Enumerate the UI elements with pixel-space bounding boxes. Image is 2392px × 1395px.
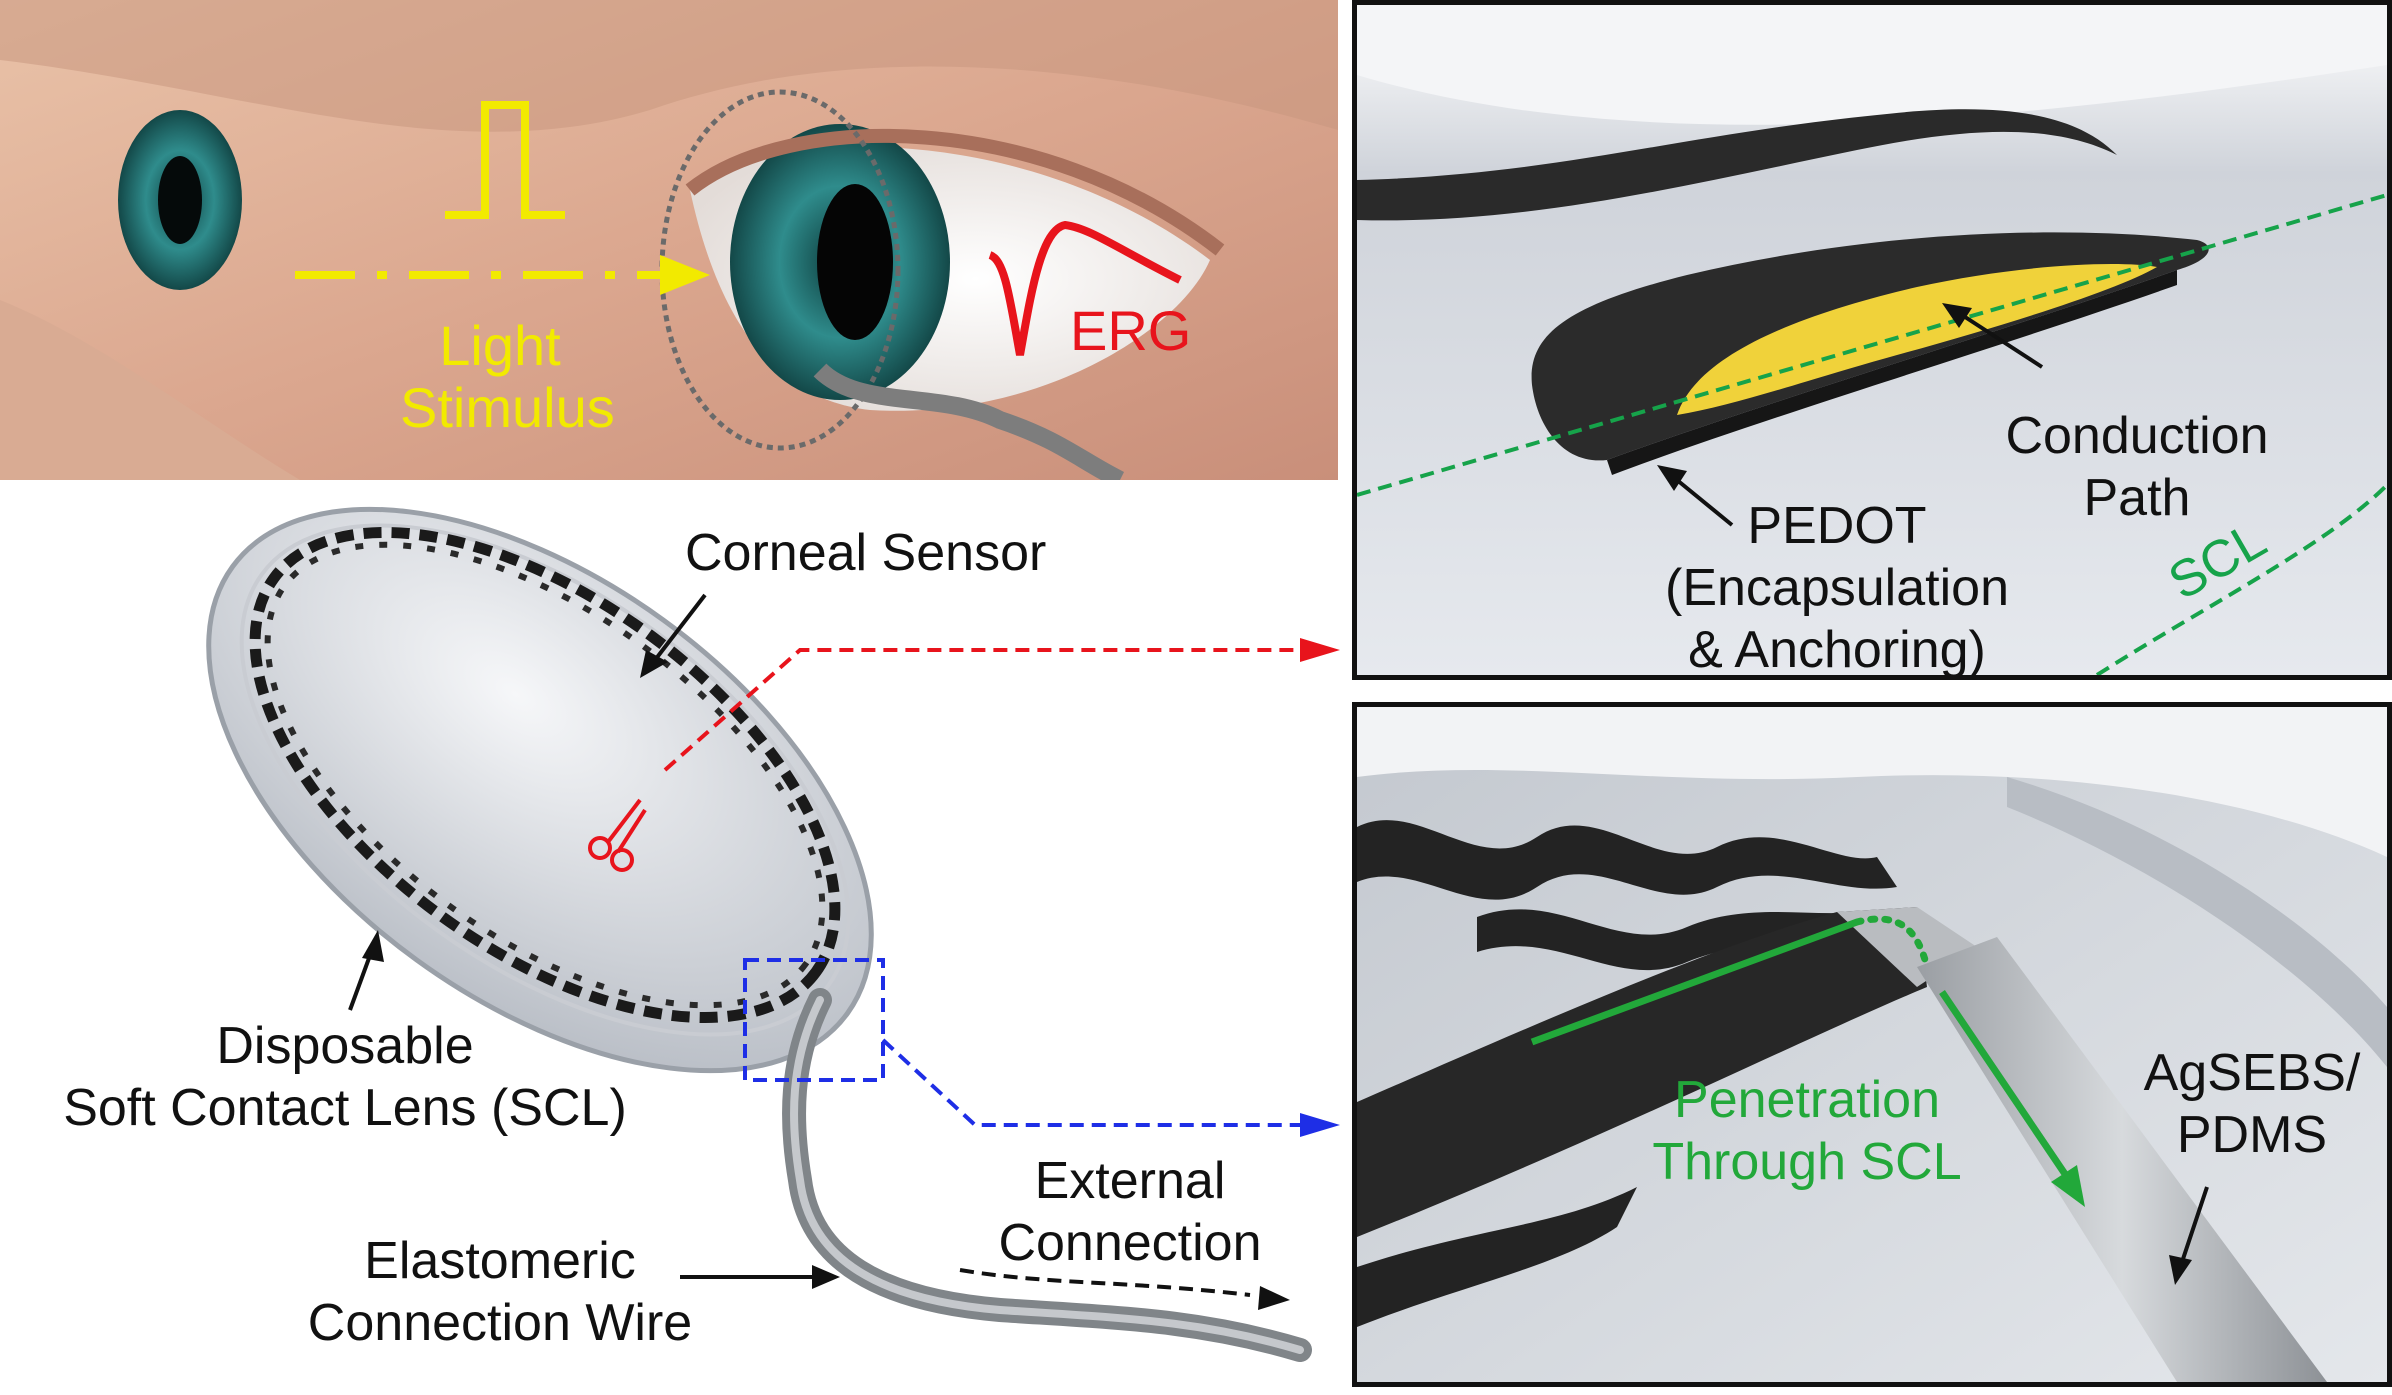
wire-material-arrow-icon — [2169, 1255, 2192, 1285]
agsebs-pdms-wire — [1917, 937, 2327, 1382]
penetration-detail-box — [743, 958, 885, 1082]
pedot-label-line3: & Anchoring) — [1688, 621, 1986, 679]
penetration-arrow-icon — [2051, 1165, 2085, 1207]
eye-illustration — [0, 0, 1338, 480]
external-label-line1: External — [1034, 1152, 1226, 1210]
wire-material-label-line1: AgSEBS/ — [2143, 1044, 2361, 1102]
serpentine-trace-upper — [1357, 109, 2117, 221]
penetration-detail — [1357, 707, 2387, 1382]
red-connector-arrow-icon — [1300, 638, 1340, 662]
light-pulse-icon — [445, 101, 565, 219]
penetration-path — [1530, 918, 1859, 1046]
scl-boundary-lower — [2095, 483, 2387, 675]
wire-arrow-icon — [812, 1265, 840, 1289]
pedot-label-line1: PEDOT — [1747, 497, 1927, 555]
contact-lens-on-eye — [659, 89, 901, 451]
stimulus-arrow-icon — [660, 255, 710, 295]
serpentine-meander — [1357, 820, 1897, 900]
conduction-path — [1677, 264, 2157, 415]
pedot-arrow-icon — [1657, 465, 1687, 491]
anchor-pad — [1357, 907, 1927, 1237]
external-label-line2: Connection — [998, 1214, 1262, 1272]
corneal-sensor-label: Corneal Sensor — [685, 524, 1047, 582]
stimulus-label-line1: Light — [439, 314, 561, 377]
conduction-label-line2: Path — [2083, 469, 2191, 527]
blue-connector-arrow-icon — [1300, 1113, 1340, 1137]
penetration-detail-panel: Penetration Through SCL AgSEBS/ PDMS — [1352, 702, 2392, 1387]
wire-label-line1: Elastomeric — [364, 1232, 636, 1290]
conduction-arrow-icon — [1942, 303, 1972, 328]
erg-label: ERG — [1070, 299, 1192, 362]
lens-label-line2: Soft Contact Lens (SCL) — [63, 1079, 627, 1137]
eye-illustration-panel: Light Stimulus ERG — [0, 0, 1338, 480]
pedot-label-line2: (Encapsulation — [1665, 559, 2009, 617]
main-eye-pupil — [817, 184, 893, 340]
sensor-cross-section — [1357, 5, 2387, 675]
penetration-label-line2: Through SCL — [1652, 1133, 1962, 1191]
sensor-cross-section-panel: Conduction Path PEDOT (Encapsulation & A… — [1352, 0, 2392, 680]
wire-material-label-line2: PDMS — [2176, 1106, 2328, 1164]
conduction-label-line1: Conduction — [2005, 407, 2269, 465]
erg-waveform — [988, 220, 1182, 356]
lens-arrow-icon — [362, 930, 384, 962]
scl-boundary-upper — [1357, 193, 2387, 497]
lens-label-line1: Disposable — [216, 1017, 474, 1075]
soft-contact-lens — [206, 506, 874, 1074]
blue-connector — [881, 1038, 1300, 1127]
corneal-sensor-serpentine — [249, 526, 841, 1024]
eye-connection-wire — [813, 363, 1125, 480]
external-connection-arrow — [959, 1268, 1251, 1297]
sensor-arrow-icon — [640, 650, 668, 678]
scissors-icon — [588, 798, 647, 872]
lens-overview-panel: Corneal Sensor Disposable Soft Contact L… — [0, 480, 1352, 1395]
penetration-label-line1: Penetration — [1674, 1071, 1940, 1129]
stimulus-label-line2: Stimulus — [400, 376, 615, 439]
wire-label-line2: Connection Wire — [307, 1294, 693, 1352]
red-connector — [663, 648, 1300, 772]
lens-overview-drawing — [206, 506, 1340, 1362]
